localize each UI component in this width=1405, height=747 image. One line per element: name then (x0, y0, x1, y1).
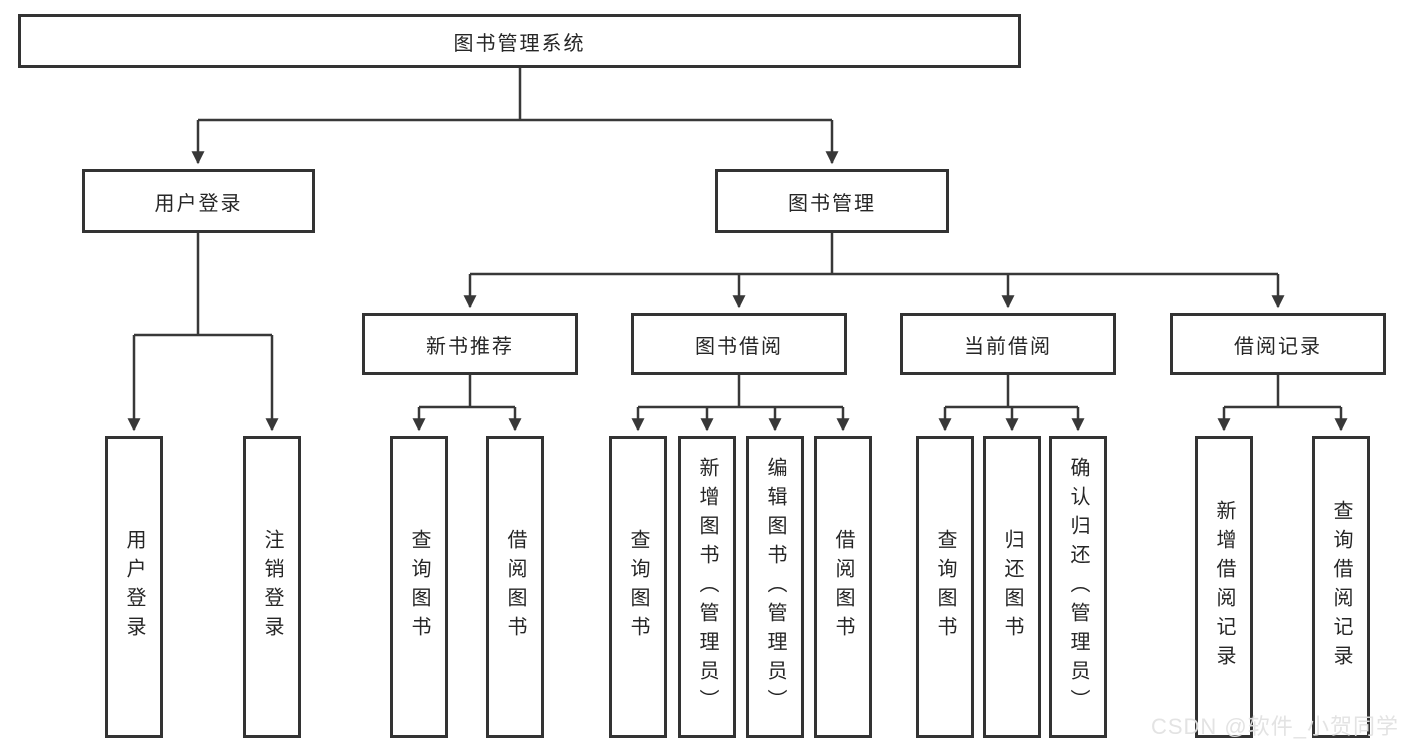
node-borrow-records: 借阅记录 (1170, 313, 1386, 375)
leaf-records-add-record: 新增借阅记录 (1195, 436, 1253, 738)
leaf-rec-borrow-books-label: 借阅图书 (504, 529, 526, 645)
leaf-rec-query-books-label: 查询图书 (408, 529, 430, 645)
node-new-book-recommend: 新书推荐 (362, 313, 578, 375)
leaf-records-query-record: 查询借阅记录 (1312, 436, 1370, 738)
node-user-login-label: 用户登录 (154, 192, 243, 215)
leaf-borrow-edit-books-admin: 编辑图书（管理员） (746, 436, 804, 738)
leaf-borrow-query-books-label: 查询图书 (627, 529, 649, 645)
leaf-user-login: 用户登录 (105, 436, 163, 738)
node-root-label: 图书管理系统 (453, 32, 586, 55)
leaf-rec-borrow-books: 借阅图书 (486, 436, 544, 738)
node-borrow-records-label: 借阅记录 (1234, 335, 1322, 358)
leaf-records-query-record-label: 查询借阅记录 (1330, 500, 1352, 674)
leaf-current-return-books-label: 归还图书 (1001, 529, 1023, 645)
leaf-logout: 注销登录 (243, 436, 301, 738)
node-current-borrow-label: 当前借阅 (964, 335, 1052, 358)
node-root-system: 图书管理系统 (18, 14, 1021, 68)
leaf-current-query-books: 查询图书 (916, 436, 974, 738)
leaf-borrow-query-books: 查询图书 (609, 436, 667, 738)
leaf-records-add-record-label: 新增借阅记录 (1213, 500, 1235, 674)
node-book-borrow: 图书借阅 (631, 313, 847, 375)
leaf-borrow-borrow-books-label: 借阅图书 (832, 529, 854, 645)
leaf-current-confirm-return-admin-label: 确认归还（管理员） (1067, 456, 1089, 718)
leaf-borrow-edit-books-admin-label: 编辑图书（管理员） (764, 456, 786, 718)
leaf-borrow-add-books-admin-label: 新增图书（管理员） (696, 456, 718, 718)
leaf-borrow-borrow-books: 借阅图书 (814, 436, 872, 738)
node-book-borrow-label: 图书借阅 (695, 335, 783, 358)
leaf-current-return-books: 归还图书 (983, 436, 1041, 738)
leaf-rec-query-books: 查询图书 (390, 436, 448, 738)
leaf-current-confirm-return-admin: 确认归还（管理员） (1049, 436, 1107, 738)
node-book-management: 图书管理 (715, 169, 949, 233)
node-current-borrow: 当前借阅 (900, 313, 1116, 375)
node-new-book-recommend-label: 新书推荐 (426, 335, 514, 358)
node-book-management-label: 图书管理 (788, 192, 876, 215)
node-user-login: 用户登录 (82, 169, 315, 233)
leaf-borrow-add-books-admin: 新增图书（管理员） (678, 436, 736, 738)
leaf-current-query-books-label: 查询图书 (934, 529, 956, 645)
leaf-user-login-label: 用户登录 (123, 529, 145, 645)
leaf-logout-label: 注销登录 (261, 529, 283, 645)
